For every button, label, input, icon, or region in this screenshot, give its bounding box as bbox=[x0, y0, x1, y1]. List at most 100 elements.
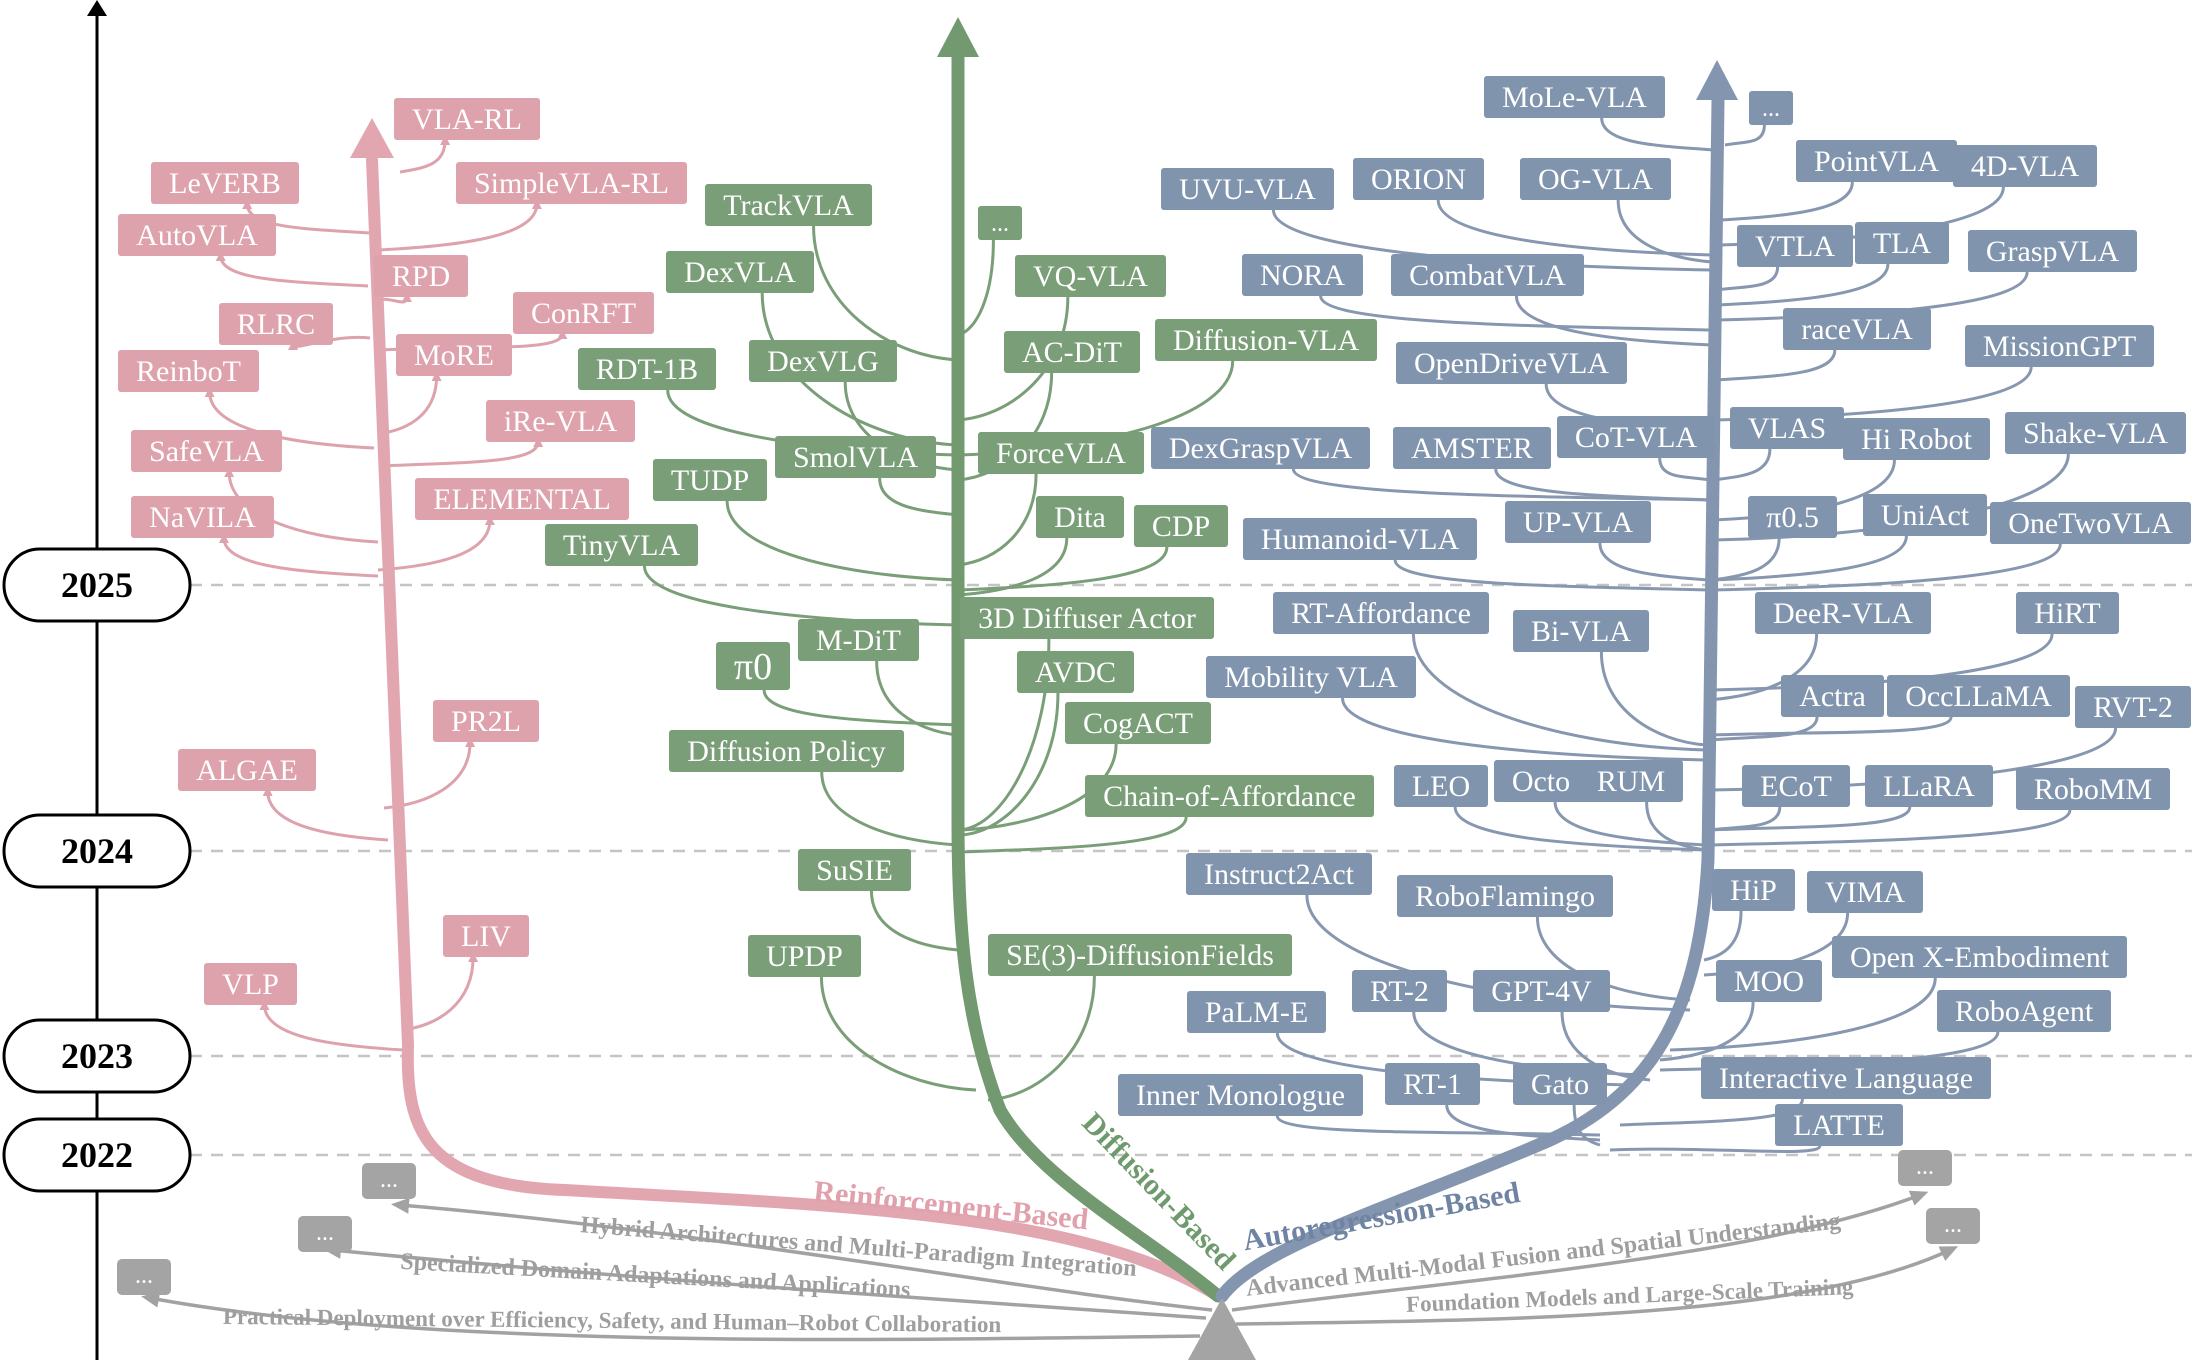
rl-model-branch bbox=[215, 251, 369, 288]
ar-model-branch bbox=[1600, 117, 1716, 152]
future-direction-ellipsis: ... bbox=[380, 1167, 398, 1193]
ar-model-branch bbox=[1711, 716, 1953, 737]
ar-model-box-pointvla bbox=[1796, 140, 1957, 182]
diffusion-model-box-diffusion-policy bbox=[669, 730, 904, 772]
diffusion-model-box-ellipsis bbox=[978, 206, 1022, 240]
ar-model-branch bbox=[1514, 295, 1713, 347]
ar-model-box-missiongpt bbox=[1965, 325, 2154, 367]
diffusion-model-box-forcevla bbox=[978, 432, 1144, 474]
rl-model-box-navila bbox=[131, 496, 274, 538]
ar-model-label-orion: ORION bbox=[1371, 163, 1466, 196]
ar-model-label-uvu-vla: UVU-VLA bbox=[1179, 173, 1316, 206]
diffusion-model-label-cdp: CDP bbox=[1152, 510, 1210, 543]
ar-model-box-moo bbox=[1716, 960, 1822, 1002]
rl-model-label-leverb: LeVERB bbox=[169, 167, 281, 200]
ar-model-branch bbox=[1411, 633, 1707, 752]
rl-trunk-label: Reinforcement-Based bbox=[812, 1175, 1090, 1237]
ar-model-label-cot-vla: CoT-VLA bbox=[1575, 421, 1698, 454]
rl-model-box-safevla bbox=[131, 430, 282, 472]
future-direction-box bbox=[362, 1163, 416, 1199]
ar-model-box-og-vla bbox=[1520, 158, 1671, 200]
ar-model-label-rt-affordance: RT-Affordance bbox=[1291, 597, 1471, 630]
diffusion-model-branch bbox=[878, 477, 959, 517]
diffusion-model-box-dexvla bbox=[666, 251, 814, 293]
autoregression-trunk-label: Autoregression-Based bbox=[1240, 1176, 1522, 1257]
diffusion-model-box-tudp bbox=[653, 459, 767, 501]
ar-model-branch bbox=[1719, 181, 1854, 222]
rl-model-label-autovla: AutoVLA bbox=[136, 219, 258, 252]
ar-model-label-moo: MOO bbox=[1734, 965, 1804, 998]
direction-arrow bbox=[323, 1242, 1207, 1320]
year-label: 2022 bbox=[61, 1135, 133, 1175]
future-direction-box bbox=[1926, 1208, 1980, 1244]
ar-model-branch bbox=[1319, 295, 1713, 332]
ar-model-box-mole-vla bbox=[1484, 76, 1665, 118]
ar-model-box-uniact bbox=[1863, 494, 1987, 536]
ar-model-label-roboflamingo: RoboFlamingo bbox=[1415, 880, 1595, 913]
rl-model-branch bbox=[262, 786, 389, 842]
ar-model-box-shake-vla bbox=[2005, 412, 2186, 454]
direction-arrow bbox=[391, 1197, 1213, 1312]
rl-model-box-rpd bbox=[374, 255, 468, 297]
rl-model-label-vla-rl: VLA-RL bbox=[412, 103, 522, 136]
diffusion-model-branch bbox=[869, 890, 959, 952]
ar-model-branch bbox=[1711, 535, 1908, 582]
ar-model-branch bbox=[1271, 209, 1713, 272]
ar-model-branch bbox=[1494, 468, 1711, 502]
ar-model-label-missiongpt: MissionGPT bbox=[1983, 330, 2136, 363]
ar-model-box-rt-2 bbox=[1352, 970, 1447, 1012]
ar-model-branch bbox=[1291, 468, 1711, 502]
diffusion-model-label-ac-dit: AC-DiT bbox=[1022, 336, 1122, 369]
diffusion-model-box-dita bbox=[1036, 496, 1124, 538]
ar-model-branch bbox=[1598, 542, 1709, 582]
ar-model-branch bbox=[1658, 457, 1711, 482]
diffusion-model-branch bbox=[642, 565, 959, 627]
year-badge bbox=[2, 1018, 192, 1094]
ar-model-label-open-x-embodiment: Open X-Embodiment bbox=[1850, 941, 2110, 974]
ar-model-label-pointvla: PointVLA bbox=[1814, 145, 1939, 178]
ar-model-label-instruct2act: Instruct2Act bbox=[1204, 858, 1355, 891]
future-direction-ellipsis: ... bbox=[1944, 1212, 1962, 1238]
ar-model-label-rt-1: RT-1 bbox=[1403, 1068, 1462, 1101]
diffusion-model-box-chain-of-affordance bbox=[1085, 775, 1374, 817]
rl-model-branch bbox=[401, 952, 479, 1032]
diffusion-model-box-tinyvla bbox=[545, 524, 698, 566]
diffusion-model-box-susie bbox=[798, 849, 911, 891]
timeline-arrowhead bbox=[87, 0, 107, 16]
ar-model-box-rt-1 bbox=[1385, 1063, 1480, 1105]
ar-model-branch bbox=[1724, 124, 1766, 147]
rl-model-box-simplevla-rl bbox=[456, 162, 687, 204]
diffusion-model-label-dita: Dita bbox=[1054, 501, 1106, 534]
ar-model-branch bbox=[1553, 801, 1707, 847]
ar-model-box-cot-vla bbox=[1557, 416, 1715, 458]
diffusion-model-branch bbox=[819, 976, 977, 1092]
ar-model-label-rt-2: RT-2 bbox=[1370, 975, 1429, 1008]
ar-model-box-deer-vla bbox=[1755, 592, 1931, 634]
diffusion-model-box-se-3-diffusionfields bbox=[988, 934, 1292, 976]
diffusion-model-box-3d-diffuser-actor bbox=[960, 597, 1214, 639]
ar-model-box-roboflamingo bbox=[1397, 875, 1613, 917]
year-badge bbox=[2, 813, 192, 889]
diffusion-model-branch bbox=[957, 296, 1070, 422]
diffusion-model-label-tudp: TUDP bbox=[671, 464, 749, 497]
ar-model-box-vlas bbox=[1730, 407, 1844, 449]
ar-model-label-opendrivevla: OpenDriveVLA bbox=[1414, 347, 1609, 380]
ar-model-box-vtla bbox=[1737, 225, 1853, 267]
rl-model-branch bbox=[224, 467, 379, 544]
ar-model-branch bbox=[1711, 543, 2062, 592]
diffusion-model-branch bbox=[957, 473, 1038, 567]
ar-model-branch bbox=[1341, 697, 1707, 762]
ar-model-branch bbox=[1645, 801, 1707, 852]
diffusion-model-label-diffusion-vla: Diffusion-VLA bbox=[1173, 324, 1359, 357]
ar-model-label-graspvla: GraspVLA bbox=[1986, 235, 2120, 268]
diffusion-model-label-updp: UPDP bbox=[766, 940, 843, 973]
rl-model-box-elemental bbox=[415, 478, 629, 520]
diffusion-model-label-avdc: AVDC bbox=[1035, 656, 1116, 689]
rl-model-box-rlrc bbox=[219, 303, 333, 345]
ar-model-box-amster bbox=[1393, 427, 1551, 469]
ar-model-branch bbox=[1711, 537, 1781, 582]
ar-model-label-pi0-5: π0.5 bbox=[1766, 501, 1819, 534]
ar-model-box-rum bbox=[1579, 760, 1683, 802]
ar-model-box-onetwovla bbox=[1990, 502, 2191, 544]
rl-model-branch bbox=[259, 1000, 405, 1052]
